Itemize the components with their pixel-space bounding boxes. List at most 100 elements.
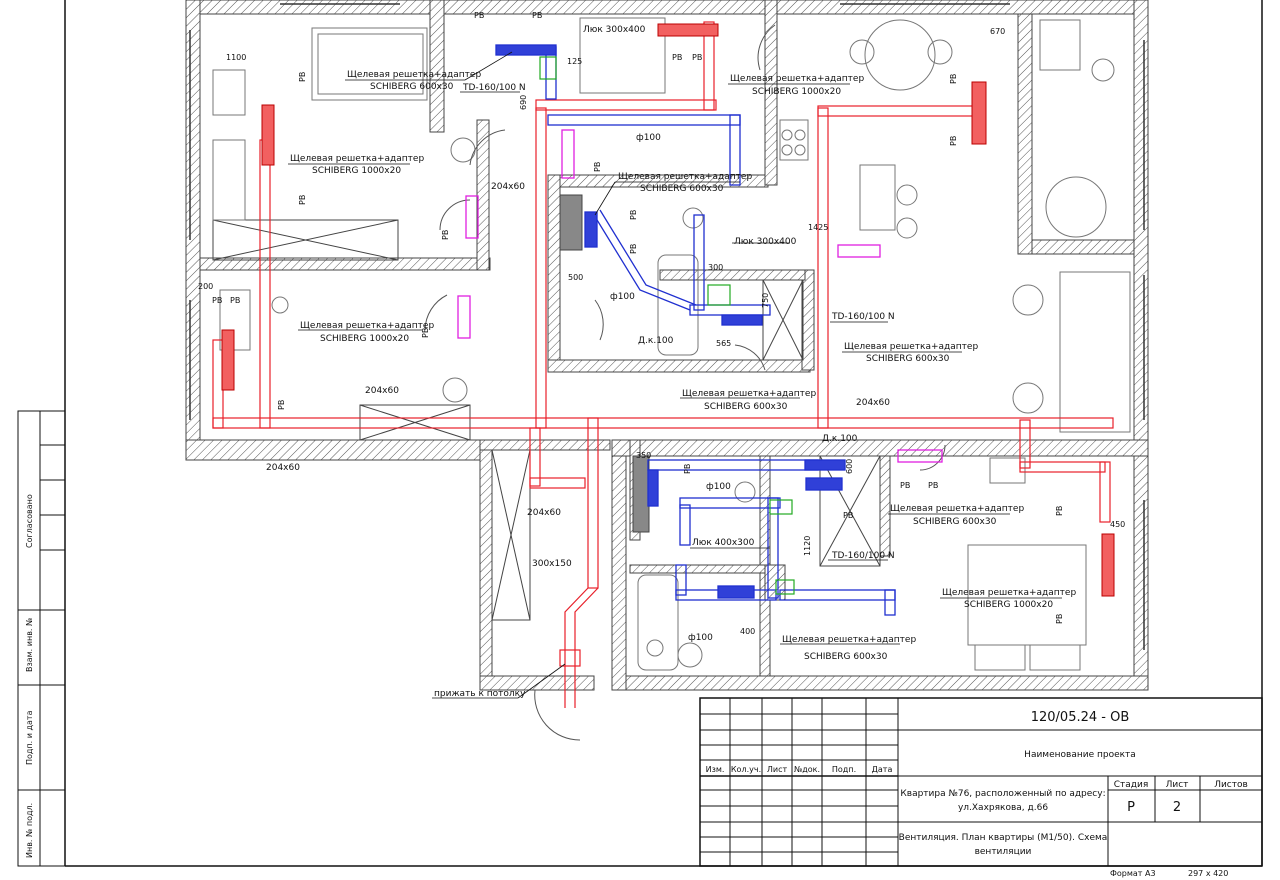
sheet-title-line-1: Вентиляция. План квартиры (М1/50). Схема	[899, 833, 1108, 843]
title-block	[699, 697, 1263, 867]
pb-label-18: РВ	[949, 74, 958, 84]
td-mid-label: TD-160/100 N	[831, 312, 895, 322]
dia-100-c: ф100	[706, 482, 731, 492]
address-line-1: Квартира №76, расположенный по адресу:	[900, 789, 1105, 799]
grille-bottom-sub: SCHIBERG 600x30	[804, 652, 888, 662]
pb-label-19: РВ	[949, 136, 958, 146]
dim-200: 200	[198, 282, 213, 291]
dim-300: 300	[708, 263, 723, 272]
grille-left-room-label: Щелевая решетка+адаптер	[290, 154, 424, 164]
duct-204-d: 204x60	[856, 398, 890, 408]
hatch-low-label: Люк 400x300	[692, 538, 755, 548]
stage-value: Р	[1127, 800, 1135, 815]
grille-bath-sub: SCHIBERG 600x30	[866, 354, 950, 364]
pb-label-1: РВ	[474, 11, 484, 20]
dim-1100: 1100	[226, 53, 246, 62]
dim-565: 565	[716, 339, 731, 348]
magenta-hatches	[457, 129, 943, 463]
grille-lower-left-label: Щелевая решетка+адаптер	[300, 321, 434, 331]
pb-label-17: РВ	[629, 244, 638, 254]
grille-corridor-sub: SCHIBERG 600x30	[704, 402, 788, 412]
format-label: Формат А3	[1110, 869, 1156, 878]
pb-label-16: РВ	[629, 210, 638, 220]
plan-annotations: Щелевая решетка+адаптер SCHIBERG 600x30 …	[198, 11, 1125, 699]
grille-top-left-sub: SCHIBERG 600x30	[370, 82, 454, 92]
dim-750: 750	[761, 293, 770, 308]
sheet-value: 2	[1173, 800, 1181, 815]
pb-label-8: РВ	[928, 481, 938, 490]
side-stamp: Согласовано Взам. инв. № Подп. и дата Ин…	[17, 410, 66, 867]
pb-label-9: РВ	[843, 511, 853, 520]
hatch-mid-label: Люк 300x400	[734, 237, 797, 247]
sheet-label: Лист	[1166, 780, 1189, 790]
dim-1425: 1425	[808, 223, 828, 232]
windows	[189, 3, 1145, 650]
pb-label-14: РВ	[421, 328, 430, 338]
stamp-inv-original-label: Инв. № подл.	[25, 803, 34, 858]
grille-right-bath-sub: SCHIBERG 600x30	[913, 517, 997, 527]
leader-lines	[288, 51, 1062, 699]
address-line-2: ул.Хахрякова, д.66	[958, 803, 1048, 813]
td-top-label: TD-160/100 N	[462, 83, 526, 93]
pb-label-2: РВ	[532, 11, 542, 20]
dim-670: 670	[990, 27, 1005, 36]
col-header-date: Дата	[872, 765, 893, 774]
pb-label-15: РВ	[593, 162, 602, 172]
grille-center-label: Щелевая решетка+адаптер	[618, 172, 752, 182]
project-code: 120/05.24 - ОВ	[1031, 710, 1130, 725]
grille-bottom-label: Щелевая решетка+адаптер	[782, 635, 916, 645]
grille-top-left-label: Щелевая решетка+адаптер	[347, 70, 481, 80]
pb-label-4: РВ	[692, 53, 702, 62]
green-fittings	[539, 56, 795, 595]
pb-label-5: РВ	[212, 296, 222, 305]
title-block-text: 120/05.24 - ОВ Наименование проекта Квар…	[706, 710, 1248, 878]
stamp-replace-inv-label: Взам. инв. №	[25, 617, 34, 672]
grille-bedroom-label: Щелевая решетка+адаптер	[942, 588, 1076, 598]
supply-ducts	[212, 21, 1114, 708]
pb-label-21: РВ	[1055, 506, 1064, 516]
stamp-sign-date-label: Подп. и дата	[25, 710, 34, 765]
dim-450: 450	[1110, 520, 1125, 529]
dk-100-a: Д.к.100	[638, 336, 674, 346]
duct-204-e: 204x60	[527, 508, 561, 518]
pb-label-13: РВ	[441, 230, 450, 240]
dim-500: 500	[568, 273, 583, 282]
grille-lower-left-sub: SCHIBERG 1000x20	[320, 334, 409, 344]
sheet-title-line-2: вентиляции	[975, 847, 1032, 857]
pb-label-11: РВ	[298, 195, 307, 205]
grille-right-bath-label: Щелевая решетка+адаптер	[890, 504, 1024, 514]
col-header-count: Кол.уч.	[731, 765, 761, 774]
doors	[424, 24, 946, 741]
pb-label-10: РВ	[298, 72, 307, 82]
project-name: Наименование проекта	[1024, 750, 1136, 760]
col-header-sheet: Лист	[767, 765, 788, 774]
pb-label-12: РВ	[277, 400, 286, 410]
grille-left-room-sub: SCHIBERG 1000x20	[312, 166, 401, 176]
grille-bath-label: Щелевая решетка+адаптер	[844, 342, 978, 352]
grille-top-mid-label: Щелевая решетка+адаптер	[730, 74, 864, 84]
pb-label-20: РВ	[683, 464, 692, 474]
hatch-top-label: Люк 300x400	[583, 25, 646, 35]
floor-plan-walls	[185, 0, 1149, 691]
grille-bedroom-sub: SCHIBERG 1000x20	[964, 600, 1053, 610]
dk-100-b: Д.к.100	[822, 434, 858, 444]
col-header-change: Изм.	[706, 765, 725, 774]
stage-label: Стадия	[1114, 780, 1149, 790]
press-ceiling-label: прижать к потолку	[434, 689, 526, 699]
grille-top-mid-sub: SCHIBERG 1000x20	[752, 87, 841, 97]
duct-204-a: 204x60	[491, 182, 525, 192]
dim-125: 125	[567, 57, 582, 66]
dia-100-d: ф100	[688, 633, 713, 643]
pb-label-3: РВ	[672, 53, 682, 62]
format-size: 297 x 420	[1188, 869, 1228, 878]
col-header-doc: №док.	[794, 765, 820, 774]
grille-corridor-label: Щелевая решетка+адаптер	[682, 389, 816, 399]
pb-label-22: РВ	[1055, 614, 1064, 624]
drawing-frame	[64, 0, 1263, 867]
pb-label-7: РВ	[900, 481, 910, 490]
dim-690: 690	[519, 95, 528, 110]
dim-1120: 1120	[803, 536, 812, 556]
dim-400: 400	[740, 627, 755, 636]
dim-350: 350	[636, 451, 651, 460]
